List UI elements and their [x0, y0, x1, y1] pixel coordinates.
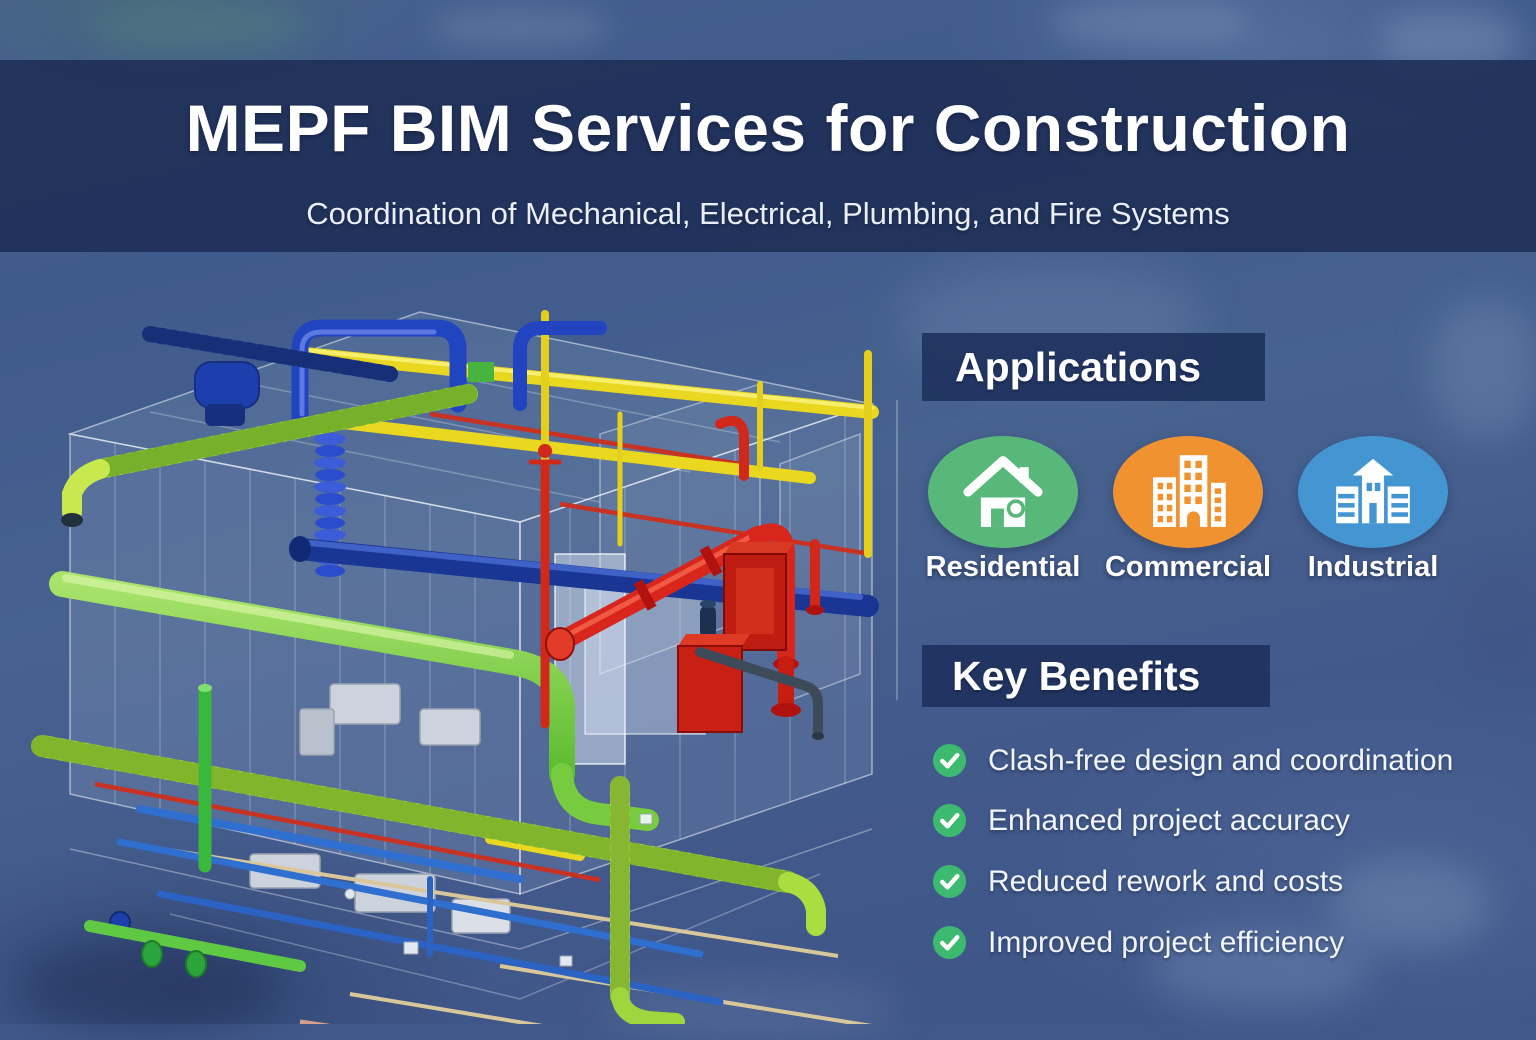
bokeh-blob — [1150, 930, 1370, 1010]
commercial-label: Commercial — [1104, 551, 1271, 583]
residential-label: Residential — [925, 551, 1081, 583]
bokeh-blob — [1050, 0, 1250, 46]
benefits-heading-box: Key Benefits — [922, 645, 1270, 707]
bokeh-blob — [1460, 560, 1536, 680]
benefit-text: Enhanced project accuracy — [988, 803, 1350, 837]
commercial-circle — [1113, 436, 1263, 548]
benefit-text: Clash-free design and coordination — [988, 743, 1454, 777]
industrial-circle — [1298, 436, 1448, 548]
fire-protection-red — [528, 416, 824, 733]
page-title: MEPF BIM Services for Construction — [185, 91, 1351, 165]
white-fittings — [344, 813, 653, 967]
bokeh-blob — [430, 8, 610, 48]
header-band — [0, 60, 1536, 252]
check-icon — [932, 803, 967, 838]
bokeh-blob — [90, 0, 310, 52]
yellow-cable-trays — [298, 310, 879, 861]
industrial-label: Industrial — [1307, 551, 1439, 583]
buildings-icon — [1153, 455, 1226, 527]
house-icon — [963, 456, 1043, 527]
benefit-text: Reduced rework and costs — [988, 864, 1344, 898]
bokeh-blob — [1330, 860, 1490, 950]
residential-circle — [928, 436, 1078, 548]
bim-model-illustration — [31, 310, 879, 1024]
factory-icon — [1336, 458, 1410, 524]
benefit-row: Clash-free design and coordination — [932, 743, 1453, 778]
green-ducts — [31, 384, 826, 1024]
benefits-heading: Key Benefits — [952, 652, 1201, 699]
check-icon — [932, 743, 967, 778]
check-icon — [932, 864, 967, 899]
benefit-text: Improved project efficiency — [988, 925, 1345, 959]
benefit-row: Enhanced project accuracy — [932, 803, 1350, 838]
benefit-row: Reduced rework and costs — [932, 864, 1343, 899]
check-icon — [932, 925, 967, 960]
applications-heading-box: Applications — [922, 333, 1265, 401]
divider-glow — [896, 400, 898, 700]
benefit-row: Improved project efficiency — [932, 925, 1344, 960]
gray-pipe — [695, 647, 824, 740]
bokeh-blob — [1430, 300, 1536, 440]
page-subtitle: Coordination of Mechanical, Electrical, … — [306, 196, 1230, 231]
applications-heading: Applications — [955, 343, 1202, 390]
